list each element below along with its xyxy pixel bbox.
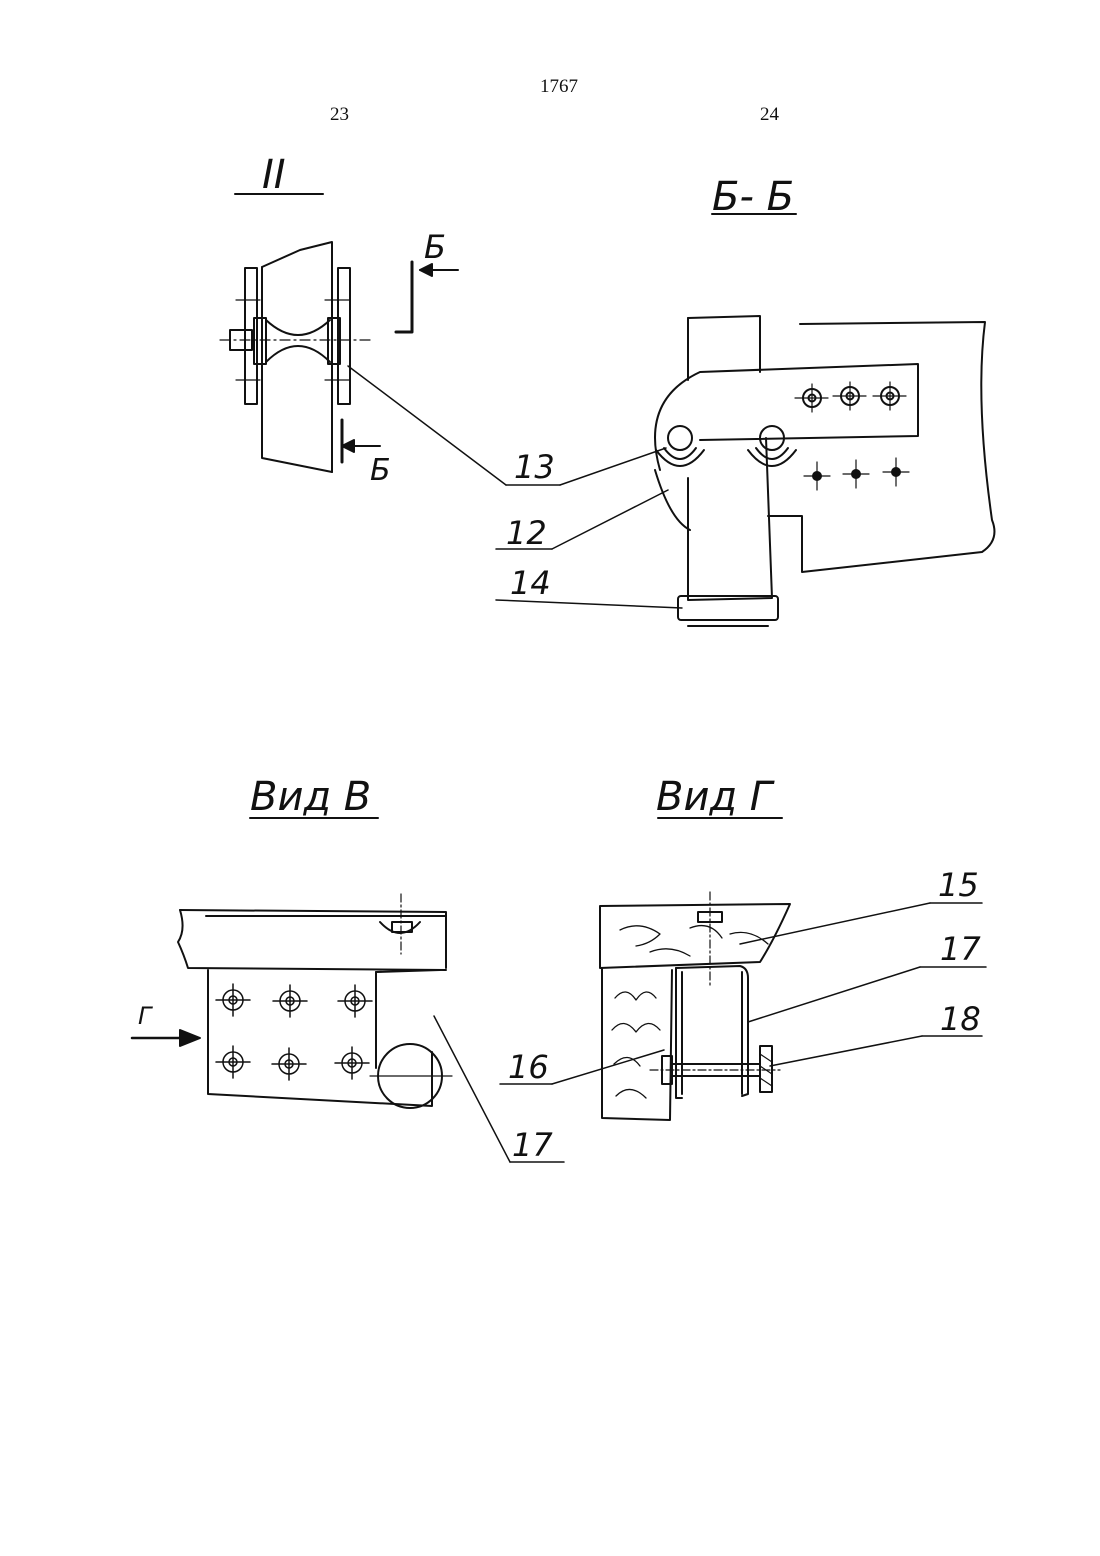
figure-view-v-title: Вид В	[250, 774, 371, 820]
callout-15: 15	[938, 866, 979, 904]
callout-12: 12	[506, 514, 547, 552]
figure-view-g-title: Вид Г	[656, 774, 775, 820]
cut-mark-bottom: Б	[370, 453, 391, 488]
figure-view-v: Вид В	[132, 774, 564, 1162]
view-arrow-label: Г	[138, 1002, 153, 1030]
figure-ii: II Б	[220, 152, 458, 488]
callout-17-view-v: 17	[512, 1126, 553, 1164]
figure-view-g: Вид Г	[500, 774, 986, 1120]
callout-16: 16	[508, 1048, 549, 1086]
callout-14: 14	[510, 564, 551, 602]
callout-18: 18	[940, 1000, 981, 1038]
callout-17-view-g: 17	[940, 930, 981, 968]
callout-13: 13	[514, 448, 555, 486]
cut-mark-top: Б	[424, 228, 446, 266]
figure-ii-title: II	[262, 152, 286, 198]
